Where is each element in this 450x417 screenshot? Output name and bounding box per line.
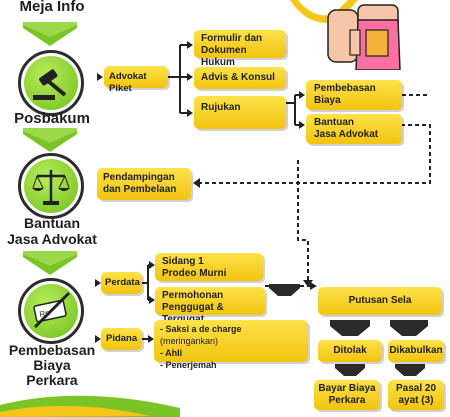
pasal-line1: Pasal 20 [395,383,437,394]
putusan-sela-box: Putusan Sela [318,287,442,315]
no-money-icon: Rp [33,291,71,329]
bantuan-advokat-box: Bantuan Jasa Advokat [306,114,402,144]
meja-info-title: Meja Info [19,0,85,15]
bayar-line1: Bayar Biaya [318,383,376,394]
pasal-line2: ayat (3) [398,395,434,406]
pidana-item-1a: - Saksi a de charge [160,324,242,334]
ditolak-box: Ditolak [318,340,382,362]
rujukan-box: Rujukan [194,96,286,129]
svg-text:Rp: Rp [39,308,51,319]
pidana-box: Pidana [101,328,142,350]
pendampingan-line1: Pendampingan [103,172,175,183]
dikabulkan-box: Dikabulkan [388,340,444,362]
pendampingan-box: Pendampingan dan Pembelaan [97,168,191,200]
pidana-item-1b: (meringankan) [160,336,219,346]
sidang-line2: Prodeo Murni [162,268,227,279]
formulir-box: Formulir dan Dokumen Hukum [194,30,286,68]
perdata-box: Perdata [101,272,142,294]
green-down-arrow-2 [23,128,77,152]
bantuan-advokat-line1: Bantuan [314,117,354,128]
formulir-line1: Formulir dan [201,33,263,44]
bayar-box: Bayar Biaya Perkara [314,380,380,410]
person-illustration [290,0,401,70]
scales-icon [32,170,70,205]
pembebasan-title-line3: Perkara [26,372,78,388]
formulir-line2: Dokumen Hukum [201,45,247,68]
bantuan-title-line2: Jasa Advokat [7,231,97,247]
sidang-line1: Sidang 1 [162,256,204,267]
bantuan-title: Bantuan Jasa Advokat [0,215,104,247]
sidang-box: Sidang 1 Prodeo Murni [155,253,263,281]
bantuan-advokat-line2: Jasa Advokat [314,129,379,140]
permohonan-box: Permohonan Penggugat & Tergugat [155,287,265,325]
pembebasan-title: Pembebasan Biaya Perkara [0,343,104,388]
posbakum-circle [18,50,84,116]
bayar-line2: Perkara [328,395,366,406]
posbakum-title: Posbakum [14,110,90,127]
permohonan-line1: Permohonan [162,290,224,301]
pendampingan-line2: dan Pembelaan [103,184,177,195]
pembebasan-biaya-line2: Biaya [314,95,341,106]
advis-box: Advis & Konsul [194,67,286,89]
green-down-arrow-1 [23,22,77,46]
pidana-item-2: - Ahli [160,348,183,358]
pembebasan-biaya-box: Pembebasan Biaya [306,80,402,110]
pembebasan-circle: Rp [18,278,84,344]
pasal-box: Pasal 20 ayat (3) [388,380,444,410]
pembebasan-title-line2: Biaya [33,357,71,373]
bantuan-title-line1: Bantuan [24,215,80,231]
bantuan-circle [18,153,84,219]
gavel-icon [33,69,67,100]
pidana-item-1: - Saksi a de charge (meringankan) [160,323,302,347]
green-down-arrow-3 [23,251,77,275]
pidana-item-3: - Penerjemah [160,360,217,370]
pidana-items-box: - Saksi a de charge (meringankan) - Ahli… [154,320,308,370]
pembebasan-title-line1: Pembebasan [8,342,96,358]
pembebasan-biaya-line1: Pembebasan [314,83,376,94]
advokat-piket-box: Advokat Piket [104,66,168,94]
permohonan-line2: Penggugat & Tergugat [162,302,224,325]
